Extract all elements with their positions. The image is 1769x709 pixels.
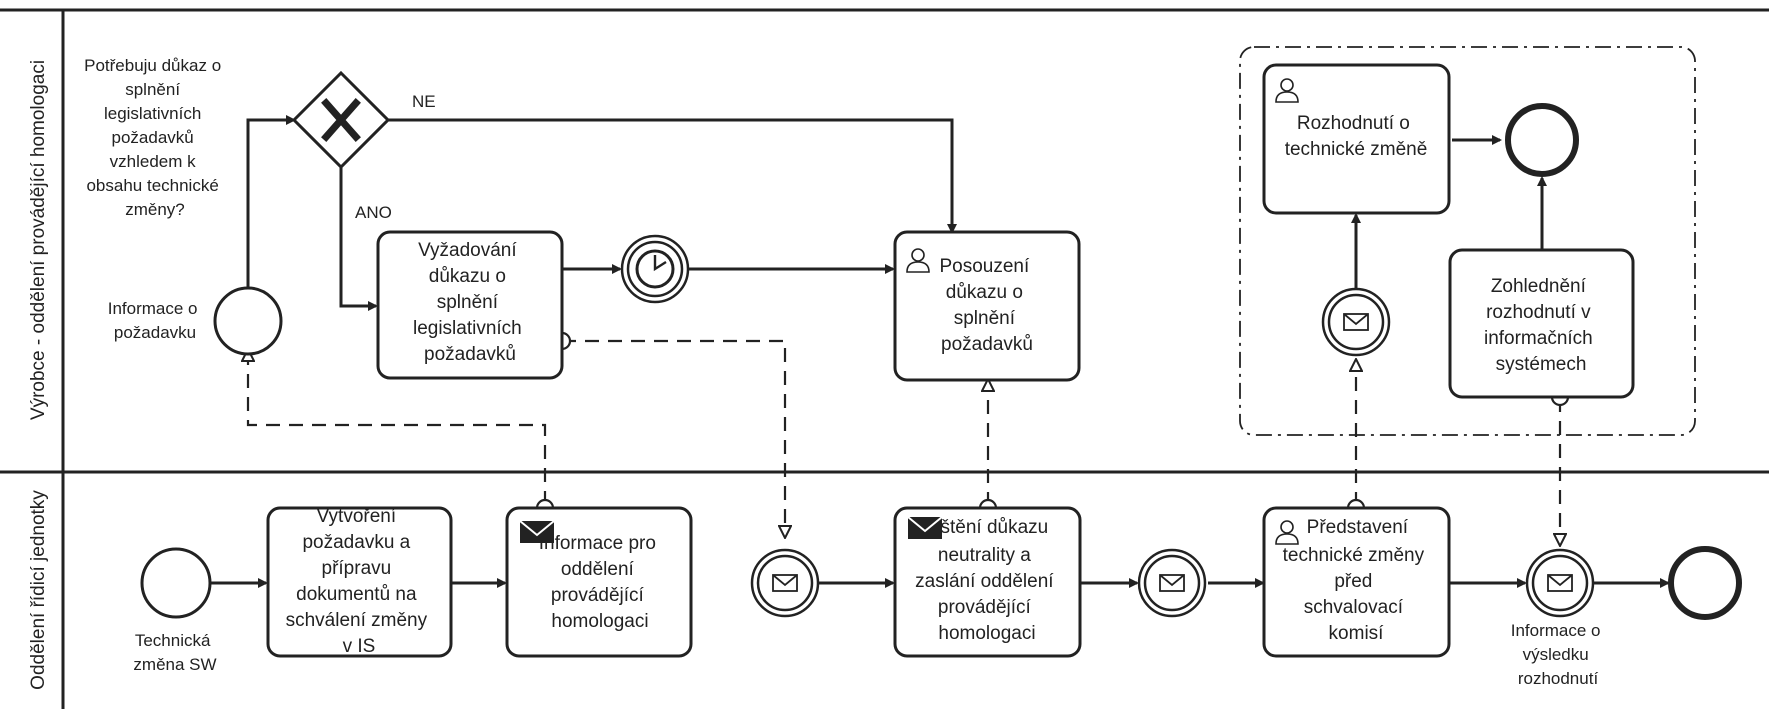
task-present-change[interactable]: Představení technické změny před schvalo…	[1262, 506, 1451, 658]
gateway-question-line: splnění	[125, 80, 180, 99]
task-decision[interactable]: Rozhodnutí o technické změně	[1262, 63, 1451, 215]
gateway-question: Potřebuju důkaz o splnění legislativních…	[84, 56, 226, 219]
start-event-technical-change[interactable]	[140, 547, 212, 619]
exclusive-gateway[interactable]	[291, 70, 391, 170]
sequence-flows-top	[246, 115, 1547, 311]
task-info-homologation[interactable]: Informace pro oddělení provádějící homol…	[505, 506, 693, 658]
pool-outline	[0, 8, 1769, 709]
svg-text:Zohlednění rozhodnutí v: Zohlednění rozhodnutí v informačních sys…	[1484, 276, 1598, 375]
branch-yes-label: ANO	[355, 203, 392, 222]
gateway-question-line: změny?	[125, 200, 185, 219]
envelope-icon	[1343, 313, 1369, 331]
timer-event[interactable]	[620, 234, 690, 304]
pool-label-top: Výrobce - oddělení provádějící homologac…	[28, 60, 49, 420]
svg-text:Rozhodnutí o technické z: Rozhodnutí o technické změně	[1285, 113, 1428, 160]
gateway-question-line: vzhledem k	[110, 152, 196, 171]
group-box	[1239, 46, 1696, 436]
svg-text:Posouzení důkazu o: Posouzení důkazu o splnění požadavků	[939, 256, 1034, 355]
task-assess-proof[interactable]: Posouzení důkazu o splnění požadavků	[893, 230, 1081, 382]
message-catch-event-result[interactable]	[1525, 548, 1595, 618]
svg-text:Informace pro oddělení: Informace pro oddělení provádějící homol…	[539, 533, 662, 632]
envelope-icon	[1159, 574, 1185, 592]
task-create-request[interactable]: Vytvoření požadavku a přípravu dokumentů…	[266, 506, 453, 658]
svg-text:Představení technické zm: Představení technické změny před schvalo…	[1283, 517, 1430, 644]
svg-text:Zjištění důkazu neutrali: Zjištění důkazu neutrality a zaslání odd…	[915, 517, 1059, 644]
end-event-decision[interactable]	[1505, 103, 1579, 177]
envelope-icon	[1547, 574, 1573, 592]
send-envelope-icon	[519, 520, 555, 544]
task-require-proof[interactable]: Vyžadování důkazu o splnění legislativní…	[376, 230, 564, 380]
branch-no-label: NE	[412, 92, 436, 111]
gateway-question-line: legislativních	[104, 104, 201, 123]
result-label: Informace o výsledku rozhodnutí	[1511, 621, 1606, 688]
message-catch-event-1[interactable]	[750, 548, 820, 618]
start-event-request-label: Informace o požadavku	[108, 299, 203, 342]
message-catch-event-top[interactable]	[1321, 287, 1391, 357]
task-proof-neutrality[interactable]: Zjištění důkazu neutrality a zaslání odd…	[893, 506, 1082, 658]
start-event-request[interactable]	[213, 286, 283, 356]
svg-text:Vytvoření požadavku a: Vytvoření požadavku a přípravu dokumentů…	[286, 506, 433, 657]
pool-label-bottom: Oddělení řídicí jednotky	[28, 490, 49, 690]
send-envelope-icon	[907, 516, 943, 540]
task-consider-decision[interactable]: Zohlednění rozhodnutí v informačních sys…	[1448, 248, 1635, 399]
gateway-question-line: Potřebuju důkaz o	[84, 56, 221, 75]
envelope-icon	[772, 574, 798, 592]
svg-text:Vyžadování důkazu o: Vyžadování důkazu o splnění legislativní…	[413, 240, 527, 365]
gateway-question-line: požadavků	[112, 128, 194, 147]
end-event-bottom[interactable]	[1668, 546, 1742, 620]
start-event-technical-change-label: Technická změna SW	[133, 631, 216, 674]
gateway-question-line: obsahu technické	[86, 176, 218, 195]
message-event-2[interactable]	[1137, 548, 1207, 618]
